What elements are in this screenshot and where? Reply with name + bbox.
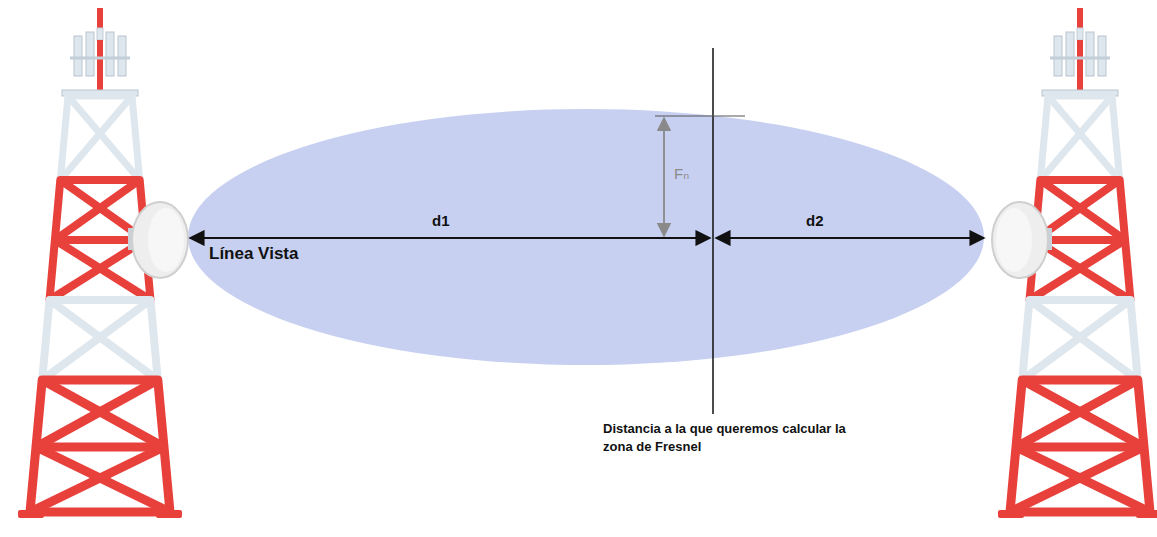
- left-tower: [18, 8, 188, 518]
- radius-arrow: [663, 118, 665, 236]
- radius-label: Fₙ: [674, 164, 689, 184]
- fresnel-zone: [188, 109, 984, 365]
- distance-label: d1: [432, 211, 450, 231]
- caption-note: Distancia a la que queremos calcular la …: [603, 420, 853, 455]
- section-line: [712, 48, 714, 414]
- d2-arrow: [716, 237, 984, 239]
- right-tower: [992, 8, 1157, 518]
- d1-arrow: [190, 237, 710, 239]
- distance-label: d2: [806, 211, 824, 231]
- line-of-sight-label: Línea Vista: [209, 243, 298, 266]
- radius-tick: [655, 116, 745, 117]
